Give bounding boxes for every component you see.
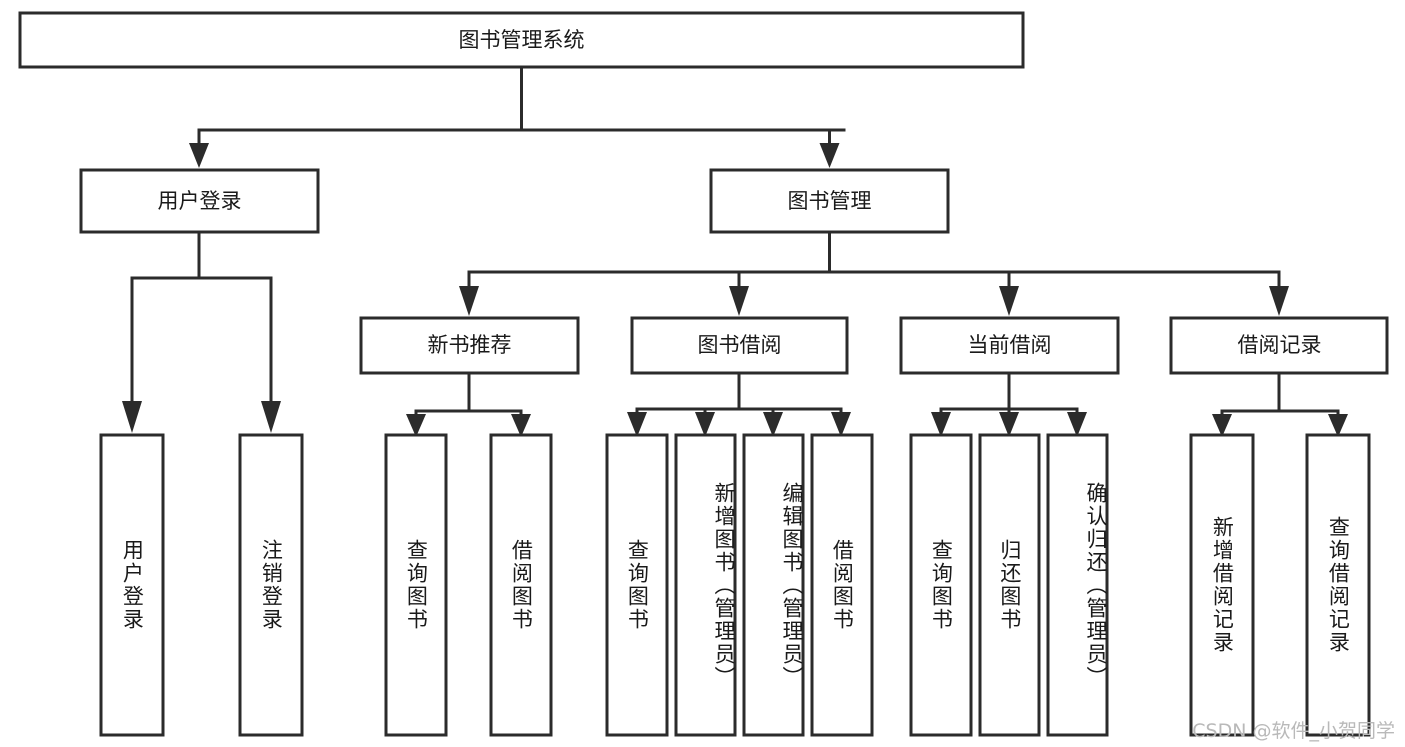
leaf-box-query-book-2[interactable] — [605, 433, 669, 737]
arrowhead-bookborrow-leaf-4 — [831, 412, 851, 437]
leaf-box-query-book-3[interactable] — [909, 433, 973, 737]
leaf-box-return-book[interactable] — [978, 433, 1041, 737]
arrowhead-bookborrow-leaf-2 — [695, 412, 715, 437]
leaf-box-user-login[interactable] — [99, 433, 165, 737]
leaf-box-borrow-book-2[interactable] — [810, 433, 874, 737]
node-book-management[interactable]: 图书管理 — [709, 168, 950, 234]
connector-group-new-book-rec — [406, 371, 531, 437]
node-new-book-recommend[interactable]: 新书推荐 — [359, 316, 580, 375]
arrowhead-borrowrecord-leaf-1 — [1212, 414, 1232, 437]
arrowhead-root-to-user-login — [189, 143, 209, 168]
node-user-login[interactable]: 用户登录 — [79, 168, 320, 234]
node-user-login-label: 用户登录 — [158, 189, 242, 213]
connector-group-user-login — [122, 230, 281, 433]
node-book-borrow-box[interactable] — [630, 316, 849, 375]
arrowhead-newbook-leaf-1 — [406, 414, 426, 437]
connector-group-current-borrow — [931, 371, 1087, 437]
node-book-borrow-label: 图书借阅 — [698, 333, 782, 357]
node-root-box[interactable] — [18, 11, 1025, 69]
arrowhead-bookmgmt-child-1 — [459, 286, 479, 316]
node-borrow-record-box[interactable] — [1169, 316, 1389, 375]
leaf-box-confirm-return-admin[interactable] — [1046, 433, 1109, 737]
node-borrow-record-label: 借阅记录 — [1238, 333, 1322, 357]
leaf-box-add-book-admin[interactable] — [674, 433, 737, 737]
arrowhead-currentborrow-leaf-2 — [999, 412, 1019, 437]
leaf-box-edit-book-admin[interactable] — [742, 433, 805, 737]
arrowhead-bookborrow-leaf-1 — [627, 412, 647, 437]
node-user-login-box[interactable] — [79, 168, 320, 234]
arrowhead-currentborrow-leaf-3 — [1067, 412, 1087, 437]
arrowhead-userlogin-leaf-2 — [261, 401, 281, 433]
arrowhead-newbook-leaf-2 — [511, 414, 531, 437]
node-current-borrow-box[interactable] — [899, 316, 1120, 375]
node-current-borrow[interactable]: 当前借阅 — [899, 316, 1120, 375]
leaf-box-query-borrow-record[interactable] — [1305, 433, 1371, 737]
leaf-box-borrow-book-1[interactable] — [489, 433, 553, 737]
node-book-borrow[interactable]: 图书借阅 — [630, 316, 849, 375]
node-borrow-record[interactable]: 借阅记录 — [1169, 316, 1389, 375]
arrowhead-bookmgmt-child-3 — [999, 286, 1019, 316]
leaf-box-add-borrow-record[interactable] — [1189, 433, 1255, 737]
arrowhead-root-to-book-mgmt — [819, 143, 840, 168]
arrowhead-bookborrow-leaf-3 — [763, 412, 783, 437]
node-root-label: 图书管理系统 — [459, 28, 585, 52]
node-book-management-label: 图书管理 — [788, 189, 872, 213]
node-new-book-recommend-box[interactable] — [359, 316, 580, 375]
node-current-borrow-label: 当前借阅 — [968, 333, 1052, 357]
connector-group-borrow-record — [1212, 371, 1348, 437]
leaf-box-group — [99, 433, 1371, 737]
arrowhead-bookmgmt-child-2 — [729, 286, 749, 316]
arrowhead-bookmgmt-child-4 — [1269, 286, 1289, 316]
node-book-management-box[interactable] — [709, 168, 950, 234]
csdn-watermark: CSDN @软件_小贺同学 — [1192, 720, 1395, 742]
leaf-box-logout[interactable] — [238, 433, 304, 737]
node-new-book-recommend-label: 新书推荐 — [428, 333, 512, 357]
node-root[interactable]: 图书管理系统 — [18, 11, 1025, 69]
leaf-box-query-book-1[interactable] — [384, 433, 448, 737]
arrowhead-userlogin-leaf-1 — [122, 401, 142, 433]
arrowhead-borrowrecord-leaf-2 — [1328, 414, 1348, 437]
connector-group-book-mgmt — [459, 230, 1289, 316]
arrowhead-currentborrow-leaf-1 — [931, 412, 951, 437]
connector-group-book-borrow — [627, 371, 851, 437]
connector-group-root — [189, 65, 846, 168]
